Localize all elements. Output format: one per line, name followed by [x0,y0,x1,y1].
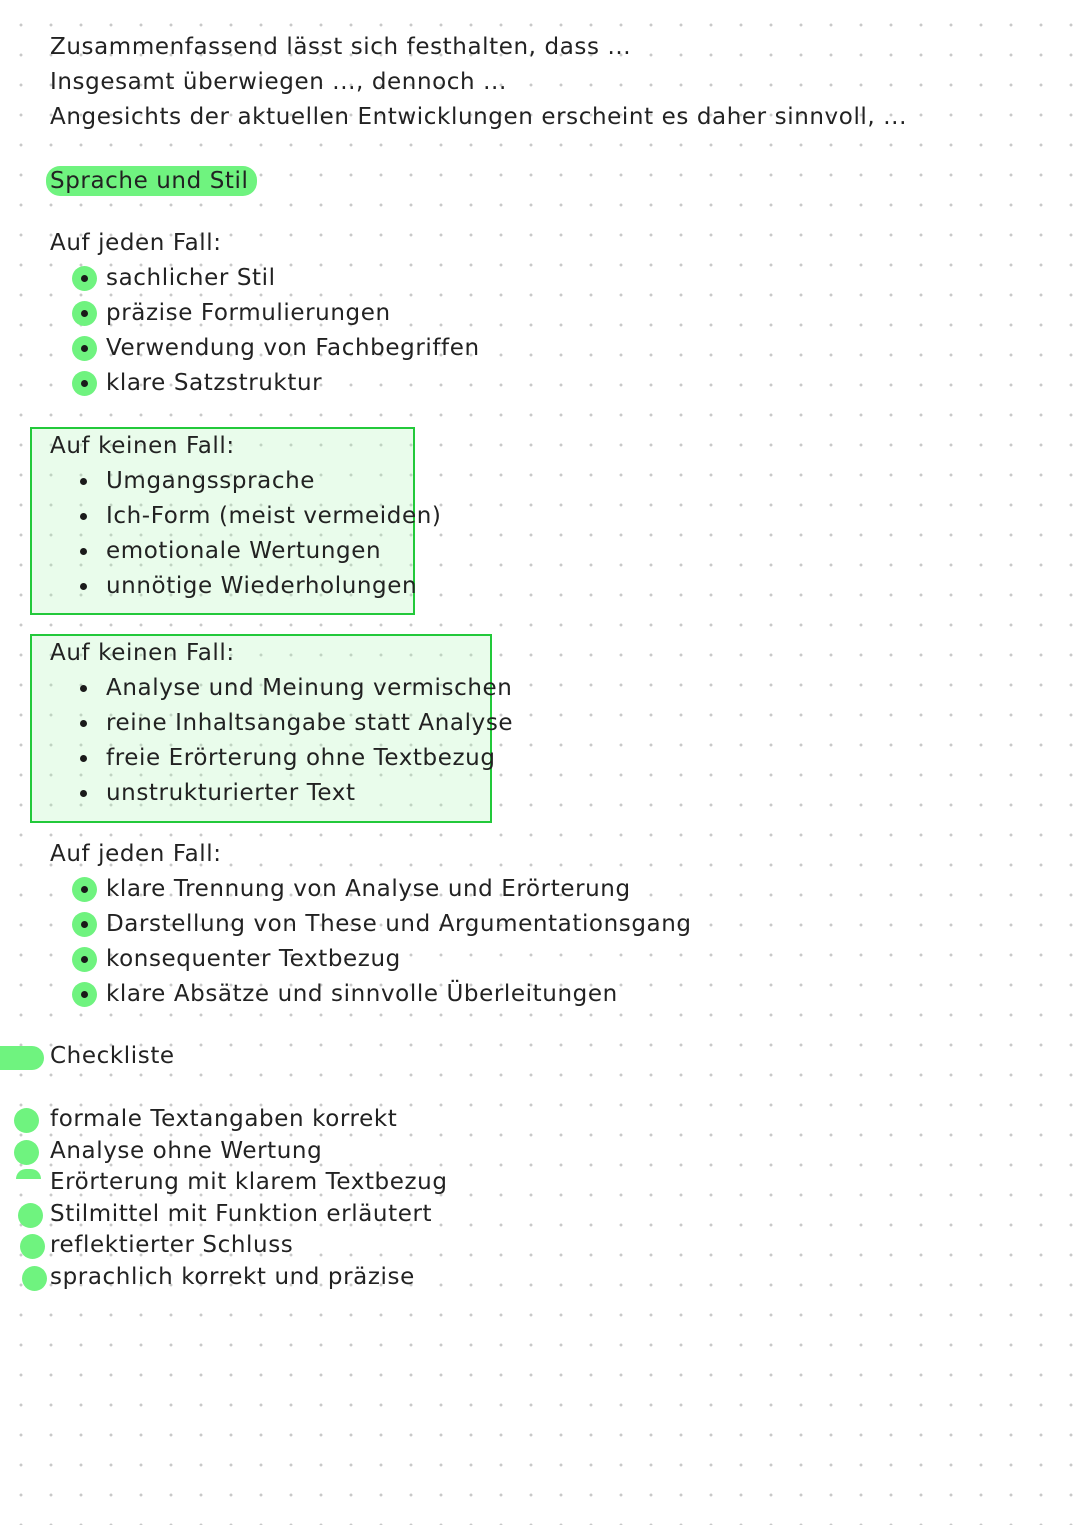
check-dot-icon [20,1234,45,1260]
checklist-item: reflektierter Schluss [12,1230,448,1262]
green-bullet-icon [72,877,97,902]
list-item: Analyse und Meinung vermischen [70,671,513,706]
sprache-do-heading: Auf jeden Fall: [50,230,222,256]
intro-line-3: Angesichts der aktuellen Entwicklungen e… [50,104,907,130]
checklist-item: Stilmittel mit Funktion erläutert [12,1199,448,1231]
bullet-icon [80,755,87,762]
list-item: präzise Formulierungen [70,296,480,331]
list-item: Ich-Form (meist vermeiden) [70,499,441,534]
bullet-icon [80,583,87,590]
bullet-icon [80,478,87,485]
sprache-do-list: sachlicher Stil präzise Formulierungen V… [70,261,480,401]
sprache-dont-box: Auf keinen Fall: Umgangssprache Ich-Form… [30,427,441,615]
list-item: unnötige Wiederholungen [70,569,441,604]
sprache-dont-heading: Auf keinen Fall: [50,433,235,459]
list-item: Umgangssprache [70,464,441,499]
list-item: sachlicher Stil [70,261,480,296]
struktur-do-list: klare Trennung von Analyse und Erörterun… [70,872,692,1012]
intro-line-1: Zusammenfassend lässt sich festhalten, d… [50,34,632,60]
checklist-item: sprachlich korrekt und präzise [12,1262,448,1294]
green-bullet-icon [72,266,97,291]
checklist-item: Erörterung mit klarem Textbezug [12,1167,448,1199]
list-item: reine Inhaltsangabe statt Analyse [70,706,513,741]
green-bullet-icon [72,301,97,326]
checklist-item: Analyse ohne Wertung [12,1136,448,1168]
check-dot-icon [14,1139,39,1165]
bullet-icon [80,548,87,555]
bullet-icon [80,685,87,692]
struktur-dont-list: Analyse und Meinung vermischen reine Inh… [70,671,513,811]
check-dot-icon [22,1265,47,1291]
green-bullet-icon [72,336,97,361]
highlight-swoosh [0,1046,44,1070]
green-bullet-icon [72,982,97,1007]
bullet-icon [80,720,87,727]
list-item: konsequenter Textbezug [70,942,692,977]
check-dot-icon [14,1108,39,1133]
list-item: klare Trennung von Analyse und Erörterun… [70,872,692,907]
bullet-icon [80,513,87,520]
green-bullet-icon [72,912,97,937]
partial-check-dot-icon [16,1169,41,1180]
list-item: freie Erörterung ohne Textbezug [70,741,513,776]
bullet-icon [80,790,87,797]
sprache-dont-list: Umgangssprache Ich-Form (meist vermeiden… [70,464,441,604]
list-item: emotionale Wertungen [70,534,441,569]
section-title-sprache-und-stil: Sprache und Stil [46,166,257,196]
intro-line-2: Insgesamt überwiegen ..., dennoch ... [50,69,507,95]
checklist-title: Checkliste [50,1043,175,1069]
struktur-do-heading: Auf jeden Fall: [50,841,222,867]
list-item: klare Absätze und sinnvolle Überleitunge… [70,977,692,1012]
checklist-item: formale Textangaben korrekt [12,1104,448,1136]
list-item: Verwendung von Fachbegriffen [70,331,480,366]
struktur-dont-box: Auf keinen Fall: Analyse und Meinung ver… [30,634,513,823]
green-bullet-icon [72,371,97,396]
list-item: Darstellung von These und Argumentations… [70,907,692,942]
struktur-dont-heading: Auf keinen Fall: [50,640,235,666]
checklist: formale Textangaben korrekt Analyse ohne… [12,1104,448,1294]
list-item: klare Satzstruktur [70,366,480,401]
check-dot-icon [18,1202,43,1228]
green-bullet-icon [72,947,97,972]
list-item: unstrukturierter Text [70,776,513,811]
